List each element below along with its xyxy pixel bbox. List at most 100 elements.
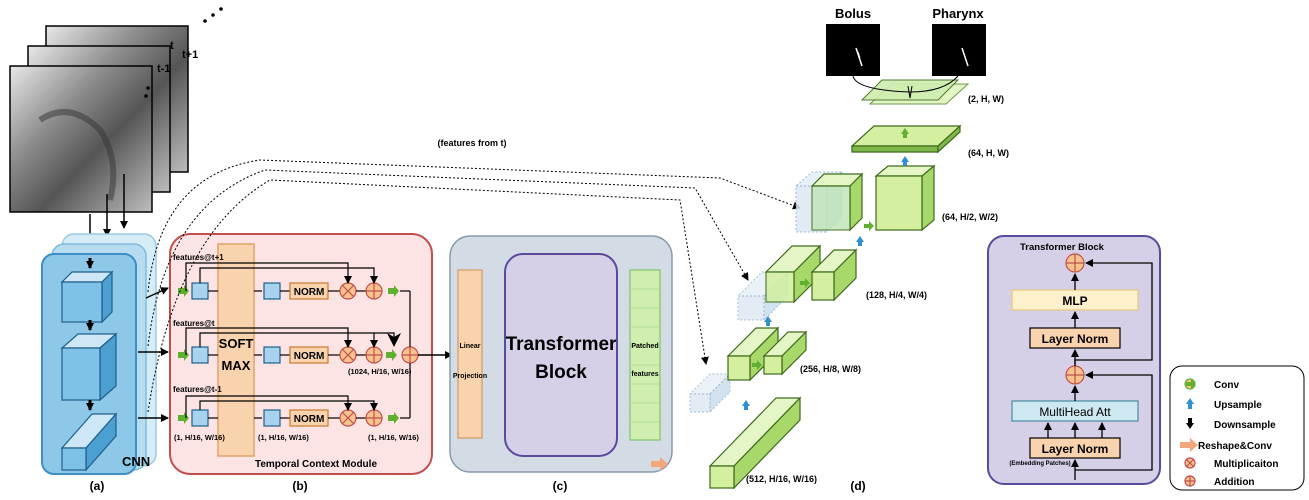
legend: Conv Upsample Downsample Reshape&Conv Mu… [1169, 365, 1305, 491]
temporal-context-module: SOFT MAX features@t+1 features@t feature… [169, 233, 433, 475]
output-bracket [907, 85, 913, 99]
skip-feature-128 [737, 295, 765, 321]
panel-label-c: (c) [553, 479, 568, 493]
input-frames: t+1 t t-1 [9, 7, 223, 247]
skip-feature-256 [689, 393, 711, 413]
features-t-plus-1-label: features@t+1 [173, 253, 224, 262]
feature-cube-512 [709, 465, 735, 489]
pharynx-mask [932, 24, 986, 76]
features-t-minus-1-label: features@t-1 [173, 385, 222, 394]
transformer-detail-title: Transformer Block [1020, 242, 1105, 253]
softmax-label: MAX [222, 358, 251, 373]
addition-icon [366, 283, 382, 299]
multiplication-icon [341, 348, 355, 362]
softmax-block [217, 243, 255, 457]
transformer-block-label: Block [535, 362, 587, 383]
feature-cube-256-up [763, 355, 783, 375]
feature-square [263, 282, 281, 300]
legend-downsample: Downsample [1214, 420, 1276, 431]
ellipsis-dot [144, 94, 148, 98]
bolus-label: Bolus [835, 6, 871, 21]
transformer-block-detail: Transformer Block MLP Layer Norm MultiHe… [987, 235, 1161, 485]
multihead-label: MultiHead Att [1039, 405, 1111, 419]
legend-box [1169, 365, 1305, 491]
dim-label-128: (128, H/4, W/4) [866, 290, 927, 300]
legend-conv: Conv [1214, 380, 1239, 391]
multiplication-icon [1185, 458, 1195, 468]
dim-label-64-full: (64, H, W) [968, 148, 1009, 158]
legend-upsample: Upsample [1214, 400, 1262, 411]
upsample-arrow-icon [856, 236, 864, 246]
output-bracket [852, 75, 959, 93]
addition-icon [1066, 254, 1084, 272]
conv-arrow-icon [901, 128, 909, 138]
addition-icon [1066, 366, 1084, 384]
patched-features-block [629, 269, 661, 441]
dim-label-in: (1, H/16, W/16) [174, 433, 225, 442]
conv-arrow-icon [752, 360, 762, 370]
feature-cube-256 [727, 355, 751, 381]
dim-label-256: (256, H/8, W/8) [800, 364, 861, 374]
panel-label-d: (d) [850, 479, 865, 493]
frame-label-t: t [170, 40, 174, 52]
feature-cube-128 [765, 271, 795, 303]
frame-label-t-plus-1: t+1 [182, 49, 198, 61]
norm-label: NORM [294, 414, 325, 425]
upsample-icon [1186, 398, 1194, 409]
ellipsis-dot [203, 19, 207, 23]
panel-label-b: (b) [292, 479, 307, 493]
cnn-cube-top [61, 281, 103, 323]
linear-projection-label: Projection [453, 373, 487, 380]
feature-slab-64 [937, 124, 961, 154]
feature-square [263, 409, 281, 427]
patched-features-label: Patched [631, 343, 658, 350]
feature-square [191, 409, 209, 427]
cnn-cube-middle [61, 347, 101, 401]
legend-multiplication: Multiplicaiton [1214, 459, 1278, 470]
transformer-block-label: Transformer [506, 334, 617, 355]
xray-anatomy [38, 109, 117, 201]
reshape-icon [1180, 438, 1198, 452]
cnn-label: CNN [122, 454, 150, 469]
addition-icon [402, 347, 418, 363]
transformer-section: Linear Projection Transformer Block Patc… [449, 235, 673, 473]
legend-reshape: Reshape&Conv [1198, 441, 1272, 452]
mlp-label: MLP [1062, 294, 1087, 308]
ellipsis-dot [219, 7, 223, 11]
patched-features-label: features [631, 371, 658, 378]
features-t-label: features@t [173, 319, 215, 328]
reshape-conv-arrow-icon [651, 457, 668, 471]
conv-arrow-icon [388, 285, 399, 297]
feature-slab-64 [851, 145, 939, 153]
frame-t-minus-1 [9, 65, 153, 213]
addition-icon [366, 347, 382, 363]
norm-label: NORM [294, 287, 325, 298]
downsample-icon [1186, 418, 1194, 429]
concat-dim-label: (1024, H/16, W/16) [348, 367, 412, 376]
tcm-title: Temporal Context Module [255, 459, 377, 470]
feature-cube-64-half-up [875, 175, 923, 231]
addition-icon [1185, 476, 1195, 486]
cnn-encoder: CNN [41, 233, 157, 475]
layer-norm-bottom-label: Layer Norm [1042, 442, 1109, 456]
feature-square [191, 346, 209, 364]
feature-cube-128-up [811, 271, 835, 301]
cnn-to-tcm-arrow [145, 287, 169, 299]
frame-label-t-minus-1: t-1 [157, 63, 170, 75]
feature-square [191, 282, 209, 300]
conv-icon [1186, 379, 1196, 389]
layer-norm-top-label: Layer Norm [1042, 332, 1109, 346]
linear-projection-label: Linear [459, 343, 480, 350]
transformer-block [504, 253, 618, 457]
dim-label-512: (512, H/16, W/16) [746, 474, 817, 484]
linear-projection-block [457, 269, 483, 439]
decoder-section: (features from t) (512, H/16, W/16) (256… [147, 6, 1009, 490]
pharynx-label: Pharynx [932, 6, 984, 21]
upsample-arrow-icon [742, 400, 750, 410]
ellipsis-dot [146, 86, 150, 90]
conv-arrow-icon [864, 221, 874, 231]
dim-label-mid: (1, H/16, W/16) [258, 433, 309, 442]
addition-icon [366, 410, 382, 426]
ellipsis-dot [211, 13, 215, 17]
